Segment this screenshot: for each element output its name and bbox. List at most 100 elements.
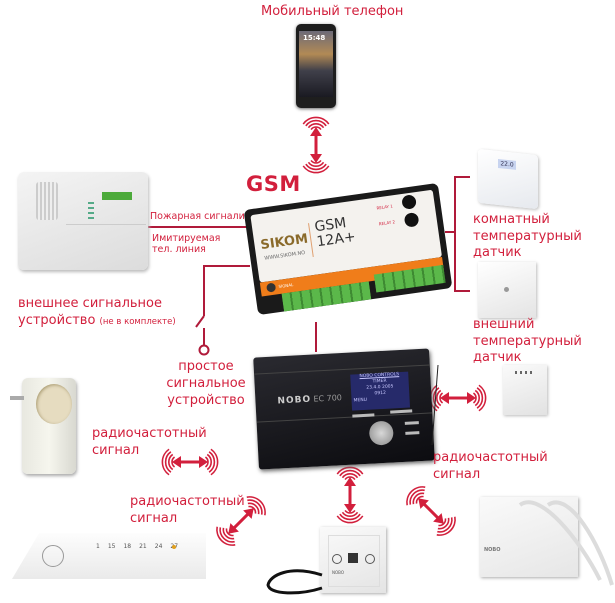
wave-arc: [409, 489, 425, 505]
wave-arc: [336, 515, 364, 524]
fire-alarm-label: Пожарная сигнализация: [150, 211, 275, 222]
panel-seam: [66, 224, 146, 225]
wave-arc: [210, 448, 219, 476]
wave-arc: [216, 526, 236, 546]
switch-icon: [195, 315, 205, 328]
wave-arc: [472, 392, 477, 404]
wave-arc: [307, 161, 325, 167]
arrow-head: [344, 504, 356, 513]
simple-alarm-label: простое сигнальное устройство: [160, 358, 252, 409]
thermostat-brand: NOBO: [332, 570, 344, 575]
arrow-head: [199, 456, 208, 468]
heater-led: [172, 545, 176, 549]
alarm-lcd: [102, 192, 132, 200]
simple-alarm-label-2: сигнальное: [166, 376, 246, 391]
cable-1: [518, 500, 602, 581]
wave-arc: [302, 116, 330, 125]
heater-controller-radio-icon: [216, 496, 266, 546]
arrow-head: [418, 498, 429, 509]
wave-arc: [341, 473, 359, 479]
wave-arc: [222, 527, 235, 540]
radio-label-left-upper-1: радиочастотный: [92, 426, 207, 441]
wave-arc: [438, 518, 447, 527]
heater-scale-mark: 24: [154, 543, 163, 550]
radio-label-left-lower-2: сигнал: [130, 511, 178, 526]
wave-arc: [204, 456, 209, 468]
thermostat-knob-left[interactable]: [332, 554, 342, 564]
wave-arc: [168, 453, 174, 471]
wave-arc: [415, 495, 424, 504]
arrow-head: [344, 477, 356, 486]
wave-arc: [161, 448, 170, 476]
outdoor-sensor-label-1: внешний: [473, 317, 535, 332]
wall-receiver-image: NOBO: [480, 497, 578, 577]
wave-arc: [310, 126, 322, 131]
wave-arc: [336, 466, 364, 475]
thermostat-knob-right[interactable]: [365, 554, 375, 564]
external-alarm-label-1: внешнее сигнальное: [18, 296, 162, 311]
cable-2: [546, 500, 614, 586]
sensor-bracket-wire: [454, 176, 470, 292]
radio-label-right-2: сигнал: [433, 467, 481, 482]
wave-arc: [344, 476, 356, 481]
din-relay-image: [503, 365, 547, 415]
wave-arc: [436, 389, 442, 407]
wave-arc: [302, 165, 330, 174]
separator: [431, 364, 439, 446]
arrow-head: [310, 127, 322, 136]
relay-leds: [515, 371, 535, 374]
contact-circle-icon: [198, 344, 210, 356]
room-sensor-label-2: температурный датчик: [473, 229, 582, 260]
wave-arc: [344, 509, 356, 514]
receiver-brand: NOBO: [484, 547, 501, 553]
arrow-head: [440, 392, 449, 404]
heater-panel-image: 11518212427: [12, 533, 206, 579]
controller-relay-radio-icon: [429, 384, 487, 412]
phone-clock: 15:48: [303, 34, 326, 42]
outdoor-sensor-label-2: температурный датчик: [473, 334, 582, 365]
not-included-note: (не в комплекте): [99, 317, 176, 327]
wave-arc: [248, 505, 257, 514]
arrow-shaft: [420, 500, 442, 522]
wave-arc: [164, 451, 172, 473]
speaker-grill: [36, 182, 58, 220]
phone-label: Мобильный телефон: [261, 4, 404, 19]
arrow-head: [243, 508, 254, 519]
wave-arc: [437, 517, 450, 530]
wave-arc: [305, 119, 327, 127]
arrow-head: [310, 154, 322, 163]
external-alarm-label-2: устройство (не в комплекте): [18, 313, 176, 330]
socket-face: [36, 384, 72, 424]
heater-scale-mark: 1: [96, 543, 100, 550]
arrow-head: [467, 392, 476, 404]
wave-arc: [436, 516, 456, 536]
wave-arc: [339, 469, 361, 477]
arrow-head: [433, 513, 444, 524]
simple-alarm-label-1: простое: [178, 359, 234, 374]
wave-arc: [478, 384, 487, 412]
wave-arc: [406, 486, 426, 506]
status-leds: [88, 202, 94, 222]
wave-arc: [206, 453, 212, 471]
heater-scale-mark: 21: [139, 543, 147, 550]
external-alarm-device-image: [18, 172, 148, 270]
simple-alarm-label-3: устройство: [167, 393, 245, 408]
heater-scale-mark: 18: [123, 543, 132, 550]
radio-label-left-lower-1: радиочастотный: [130, 494, 245, 509]
plug-controller-radio-icon: [161, 448, 219, 476]
heater-scale-mark: 15: [107, 543, 116, 550]
emulated-line-label-1: Имитируемая: [152, 233, 221, 244]
controller-thermostat-radio-icon: [336, 466, 364, 524]
wave-arc: [439, 392, 444, 404]
emulated-line-label-2: тел. линия: [152, 244, 206, 255]
wave-arc: [247, 502, 260, 515]
phone-gsm-radio-icon: [302, 116, 330, 174]
simple-alarm-wire-top: [203, 265, 250, 316]
room-sensor-label-1: комнатный: [473, 212, 550, 227]
plug-receiver-image: [10, 378, 76, 474]
wave-arc: [307, 123, 325, 129]
wave-arc: [208, 451, 216, 473]
